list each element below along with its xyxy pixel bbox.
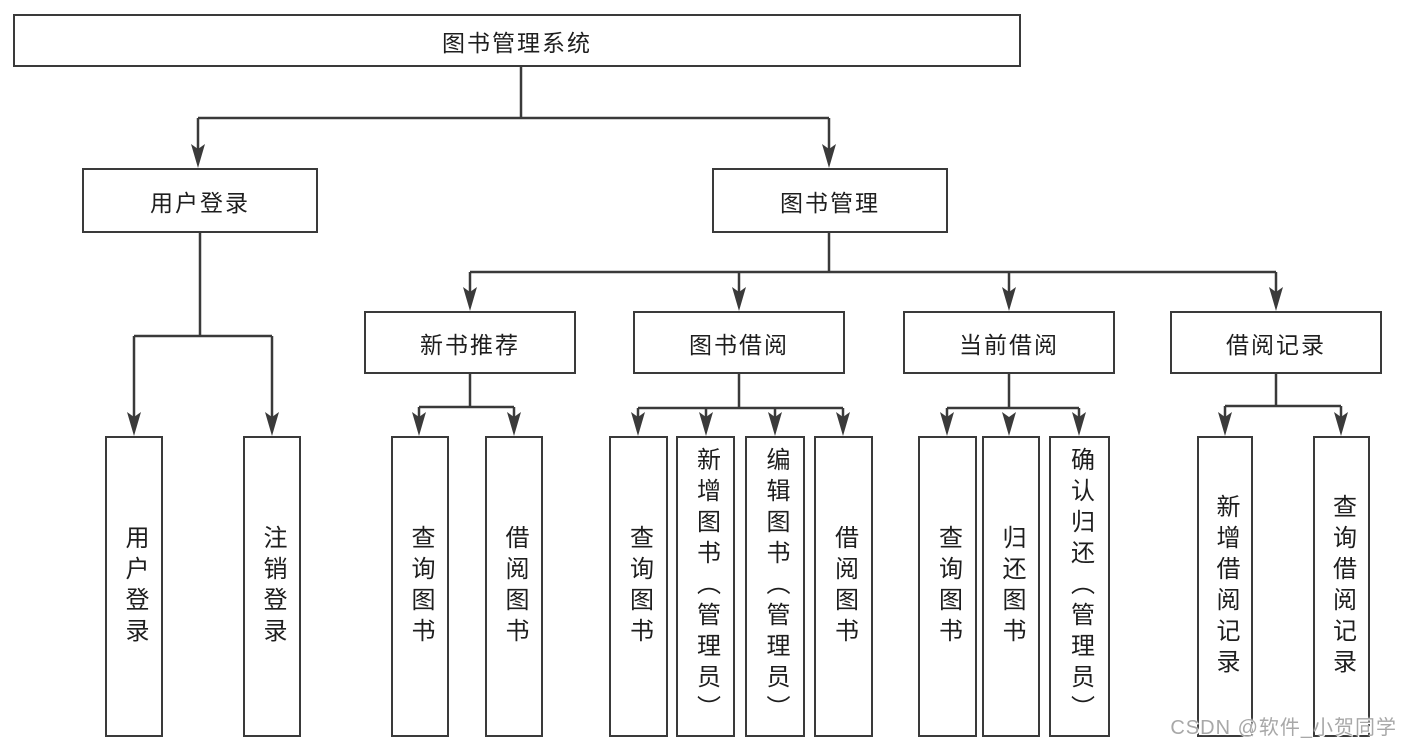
- leaf-logout: 注销登录: [243, 436, 301, 737]
- node-label: 当前借阅: [959, 331, 1059, 358]
- node-book-management: 图书管理: [712, 168, 948, 233]
- node-book-borrowing: 图书借阅: [633, 311, 845, 374]
- node-label: 查询借阅记录: [1328, 493, 1356, 680]
- leaf-user-login: 用户登录: [105, 436, 163, 737]
- leaf-return-books: 归还图书: [982, 436, 1040, 737]
- node-label: 借阅图书: [501, 524, 528, 649]
- leaf-query-books-current: 查询图书: [918, 436, 977, 737]
- node-label: 图书借阅: [689, 331, 789, 358]
- node-label: 借阅记录: [1226, 331, 1326, 358]
- node-label: 编辑图书（管理员）: [762, 447, 789, 726]
- node-label: 查询图书: [407, 524, 434, 649]
- node-label: 新增借阅记录: [1212, 493, 1239, 680]
- node-label: 新书推荐: [420, 331, 520, 358]
- node-label: 查询图书: [625, 524, 653, 649]
- node-user-login: 用户登录: [82, 168, 318, 233]
- leaf-confirm-return-admin: 确认归还（管理员）: [1049, 436, 1110, 737]
- node-borrowing-records: 借阅记录: [1170, 311, 1382, 374]
- node-label: 用户登录: [121, 524, 148, 649]
- node-label: 确认归还（管理员）: [1066, 447, 1094, 726]
- node-label: 查询图书: [934, 524, 962, 649]
- csdn-watermark: CSDN @软件_小贺同学: [1170, 717, 1397, 739]
- leaf-borrow-books: 借阅图书: [814, 436, 873, 737]
- leaf-add-books-admin: 新增图书（管理员）: [676, 436, 735, 737]
- node-label: 归还图书: [998, 524, 1025, 649]
- node-new-book-recommend: 新书推荐: [364, 311, 576, 374]
- node-label: 图书管理: [780, 189, 880, 216]
- leaf-edit-books-admin: 编辑图书（管理员）: [745, 436, 805, 737]
- leaf-query-borrow-record: 查询借阅记录: [1313, 436, 1370, 737]
- node-label: 注销登录: [259, 524, 286, 649]
- leaf-borrow-books-recommend: 借阅图书: [485, 436, 543, 737]
- node-label: 借阅图书: [830, 524, 858, 649]
- leaf-query-books-borrow: 查询图书: [609, 436, 668, 737]
- leaf-add-borrow-record: 新增借阅记录: [1197, 436, 1253, 737]
- node-label: 图书管理系统: [442, 29, 592, 56]
- node-current-borrowing: 当前借阅: [903, 311, 1115, 374]
- node-label: 用户登录: [150, 189, 250, 216]
- node-label: 新增图书（管理员）: [692, 447, 720, 726]
- leaf-query-books-recommend: 查询图书: [391, 436, 449, 737]
- node-library-management-system: 图书管理系统: [13, 14, 1021, 67]
